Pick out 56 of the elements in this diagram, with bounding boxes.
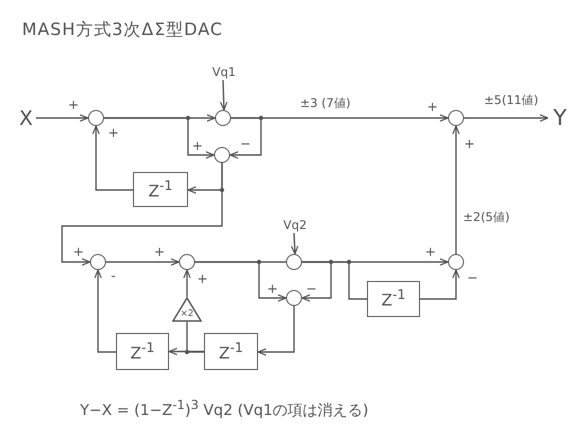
- title: MASH方式3次ΔΣ型DAC: [22, 19, 224, 41]
- summing-junction: [448, 110, 464, 126]
- signal-arrow: [257, 306, 295, 356]
- signal-arrow: [104, 117, 215, 159]
- summing-junction: [214, 147, 230, 163]
- summing-junction: [179, 254, 195, 270]
- gain-triangle: ×2: [172, 297, 202, 322]
- sign-label: +: [464, 138, 475, 151]
- sign-label: +: [427, 101, 438, 114]
- delay-block: Z$^{-1}$: [204, 333, 258, 370]
- edge-label: ±3 (7値): [300, 97, 351, 110]
- signal-arrow: [229, 117, 262, 159]
- signal-arrow: [186, 322, 204, 353]
- summing-junction: [286, 254, 302, 270]
- signal-arrow: [92, 125, 133, 191]
- signal-label: Vq1: [210, 64, 238, 80]
- signal-label: Y: [548, 105, 572, 131]
- signal-arrow: [301, 261, 332, 302]
- signal-arrow: [290, 232, 298, 255]
- sign-label: +: [197, 273, 208, 286]
- signal-arrow: [106, 258, 180, 266]
- delay-block: Z$^{-1}$: [367, 281, 420, 317]
- signal-arrow: [61, 163, 223, 266]
- signal-arrow: [220, 80, 228, 111]
- sign-label: +: [192, 140, 203, 153]
- signal-label: Vq2: [281, 217, 309, 233]
- signal-label: X: [16, 106, 36, 130]
- edge-label: ±5(11値): [484, 94, 538, 108]
- equation: Y−X = (1−Z$^{-1}$)$^{3}$ Vq2 (Vq1の項は消える): [80, 397, 369, 420]
- summing-junction: [88, 110, 104, 126]
- delay-block: Z$^{-1}$: [133, 172, 188, 207]
- sign-label: +: [267, 283, 278, 296]
- summing-junction: [90, 254, 106, 270]
- signal-arrow: [183, 269, 191, 297]
- edge-label: ±2(5値): [463, 211, 510, 224]
- sign-label: +: [68, 99, 79, 112]
- delay-block: Z$^{-1}$: [116, 333, 169, 370]
- signal-arrow: [231, 114, 449, 122]
- signal-arrow: [420, 269, 460, 300]
- sign-label: +: [154, 246, 165, 259]
- summing-junction: [286, 290, 302, 306]
- sign-label: −: [306, 283, 317, 296]
- signal-arrow: [452, 125, 460, 254]
- signal-arrow: [464, 114, 549, 122]
- sign-label: +: [108, 127, 119, 140]
- sign-label: −: [240, 138, 251, 151]
- signal-arrow: [168, 348, 204, 356]
- summing-junction: [448, 254, 464, 270]
- summing-junction: [215, 110, 231, 126]
- signal-arrow: [195, 261, 287, 302]
- signal-arrow: [36, 114, 89, 122]
- signal-arrow: [94, 269, 116, 353]
- sign-label: +: [73, 246, 84, 259]
- sign-label: -: [111, 270, 116, 283]
- sign-label: −: [467, 272, 478, 285]
- sign-label: +: [425, 246, 436, 259]
